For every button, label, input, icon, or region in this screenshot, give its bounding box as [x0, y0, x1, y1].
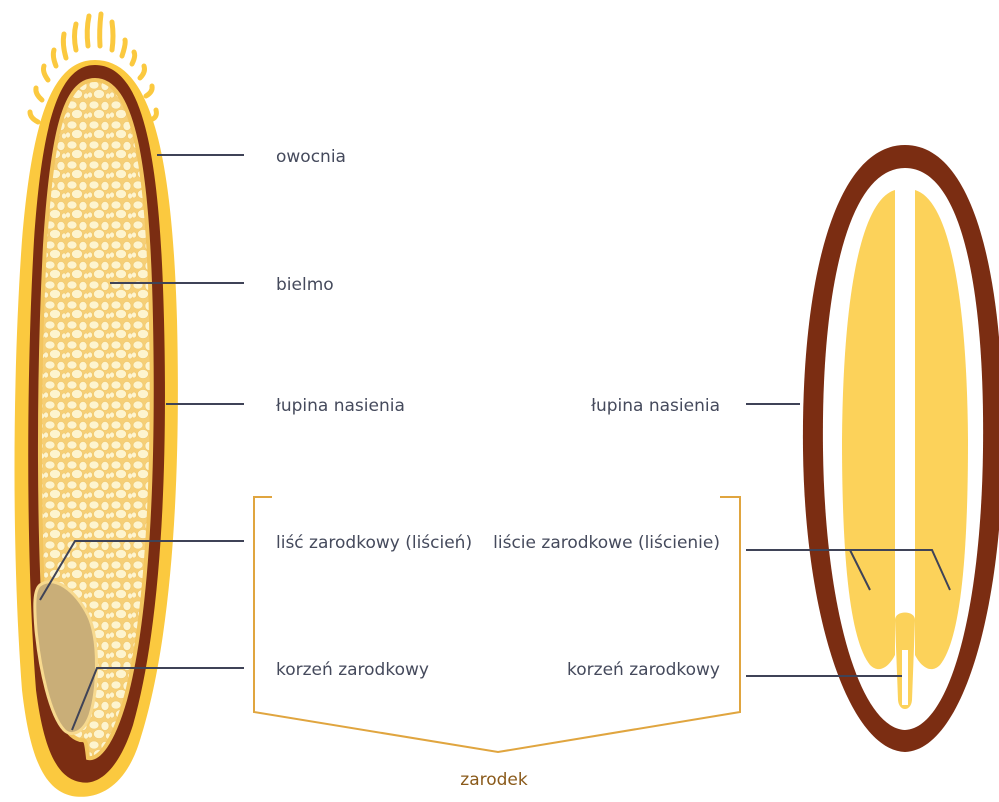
label-endosperm: bielmo	[276, 275, 334, 295]
label-cotyledons-right: liście zarodkowe (liścienie)	[493, 533, 720, 553]
label-radicle-right: korzeń zarodkowy	[567, 660, 720, 680]
dicot-seed	[803, 145, 999, 752]
label-seed-coat-left: łupina nasienia	[276, 396, 405, 416]
monocot-grain	[15, 14, 178, 797]
label-radicle-left: korzeń zarodkowy	[276, 660, 429, 680]
label-seed-coat-right: łupina nasienia	[591, 396, 720, 416]
label-embryo: zarodek	[460, 770, 528, 790]
embryo-axis	[902, 190, 908, 620]
radicle-tip	[902, 650, 908, 705]
label-pericarp: owocnia	[276, 147, 346, 167]
label-cotyledon-left: liść zarodkowy (liścień)	[276, 533, 472, 553]
